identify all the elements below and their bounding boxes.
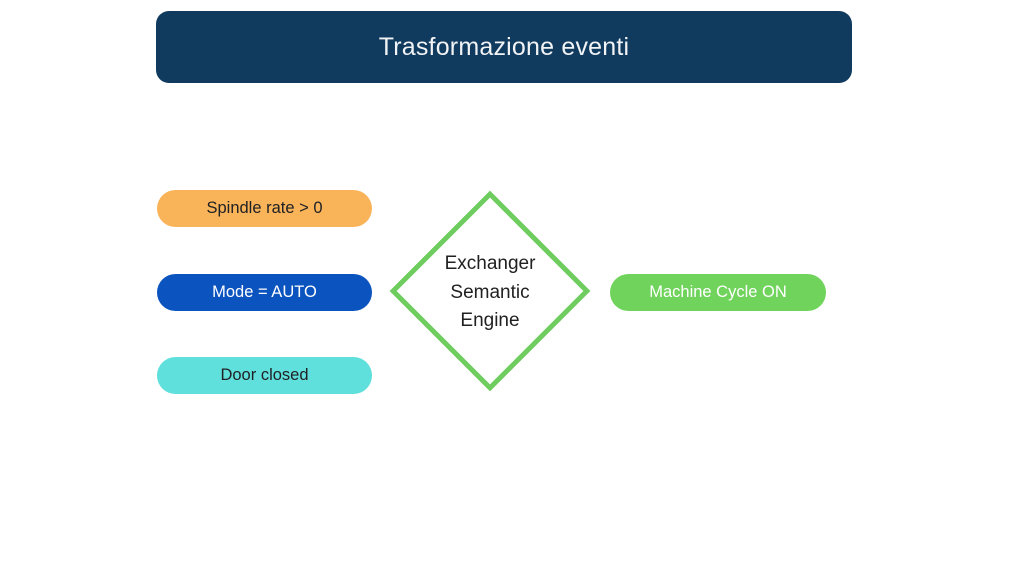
event-pill-label: Spindle rate > 0 bbox=[206, 199, 323, 217]
event-pill-machine-cycle-on: Machine Cycle ON bbox=[610, 274, 826, 311]
title-banner: Trasformazione eventi bbox=[156, 11, 852, 83]
event-pill-label: Mode = AUTO bbox=[212, 283, 317, 301]
event-pill-spindle-rate: Spindle rate > 0 bbox=[157, 190, 372, 227]
page-title: Trasformazione eventi bbox=[378, 32, 630, 61]
event-pill-mode-auto: Mode = AUTO bbox=[157, 274, 372, 311]
event-pill-door-closed: Door closed bbox=[157, 357, 372, 394]
event-pill-label: Machine Cycle ON bbox=[649, 283, 787, 301]
engine-label: Exchanger Semantic Engine bbox=[444, 253, 536, 331]
event-pill-label: Door closed bbox=[220, 366, 309, 384]
